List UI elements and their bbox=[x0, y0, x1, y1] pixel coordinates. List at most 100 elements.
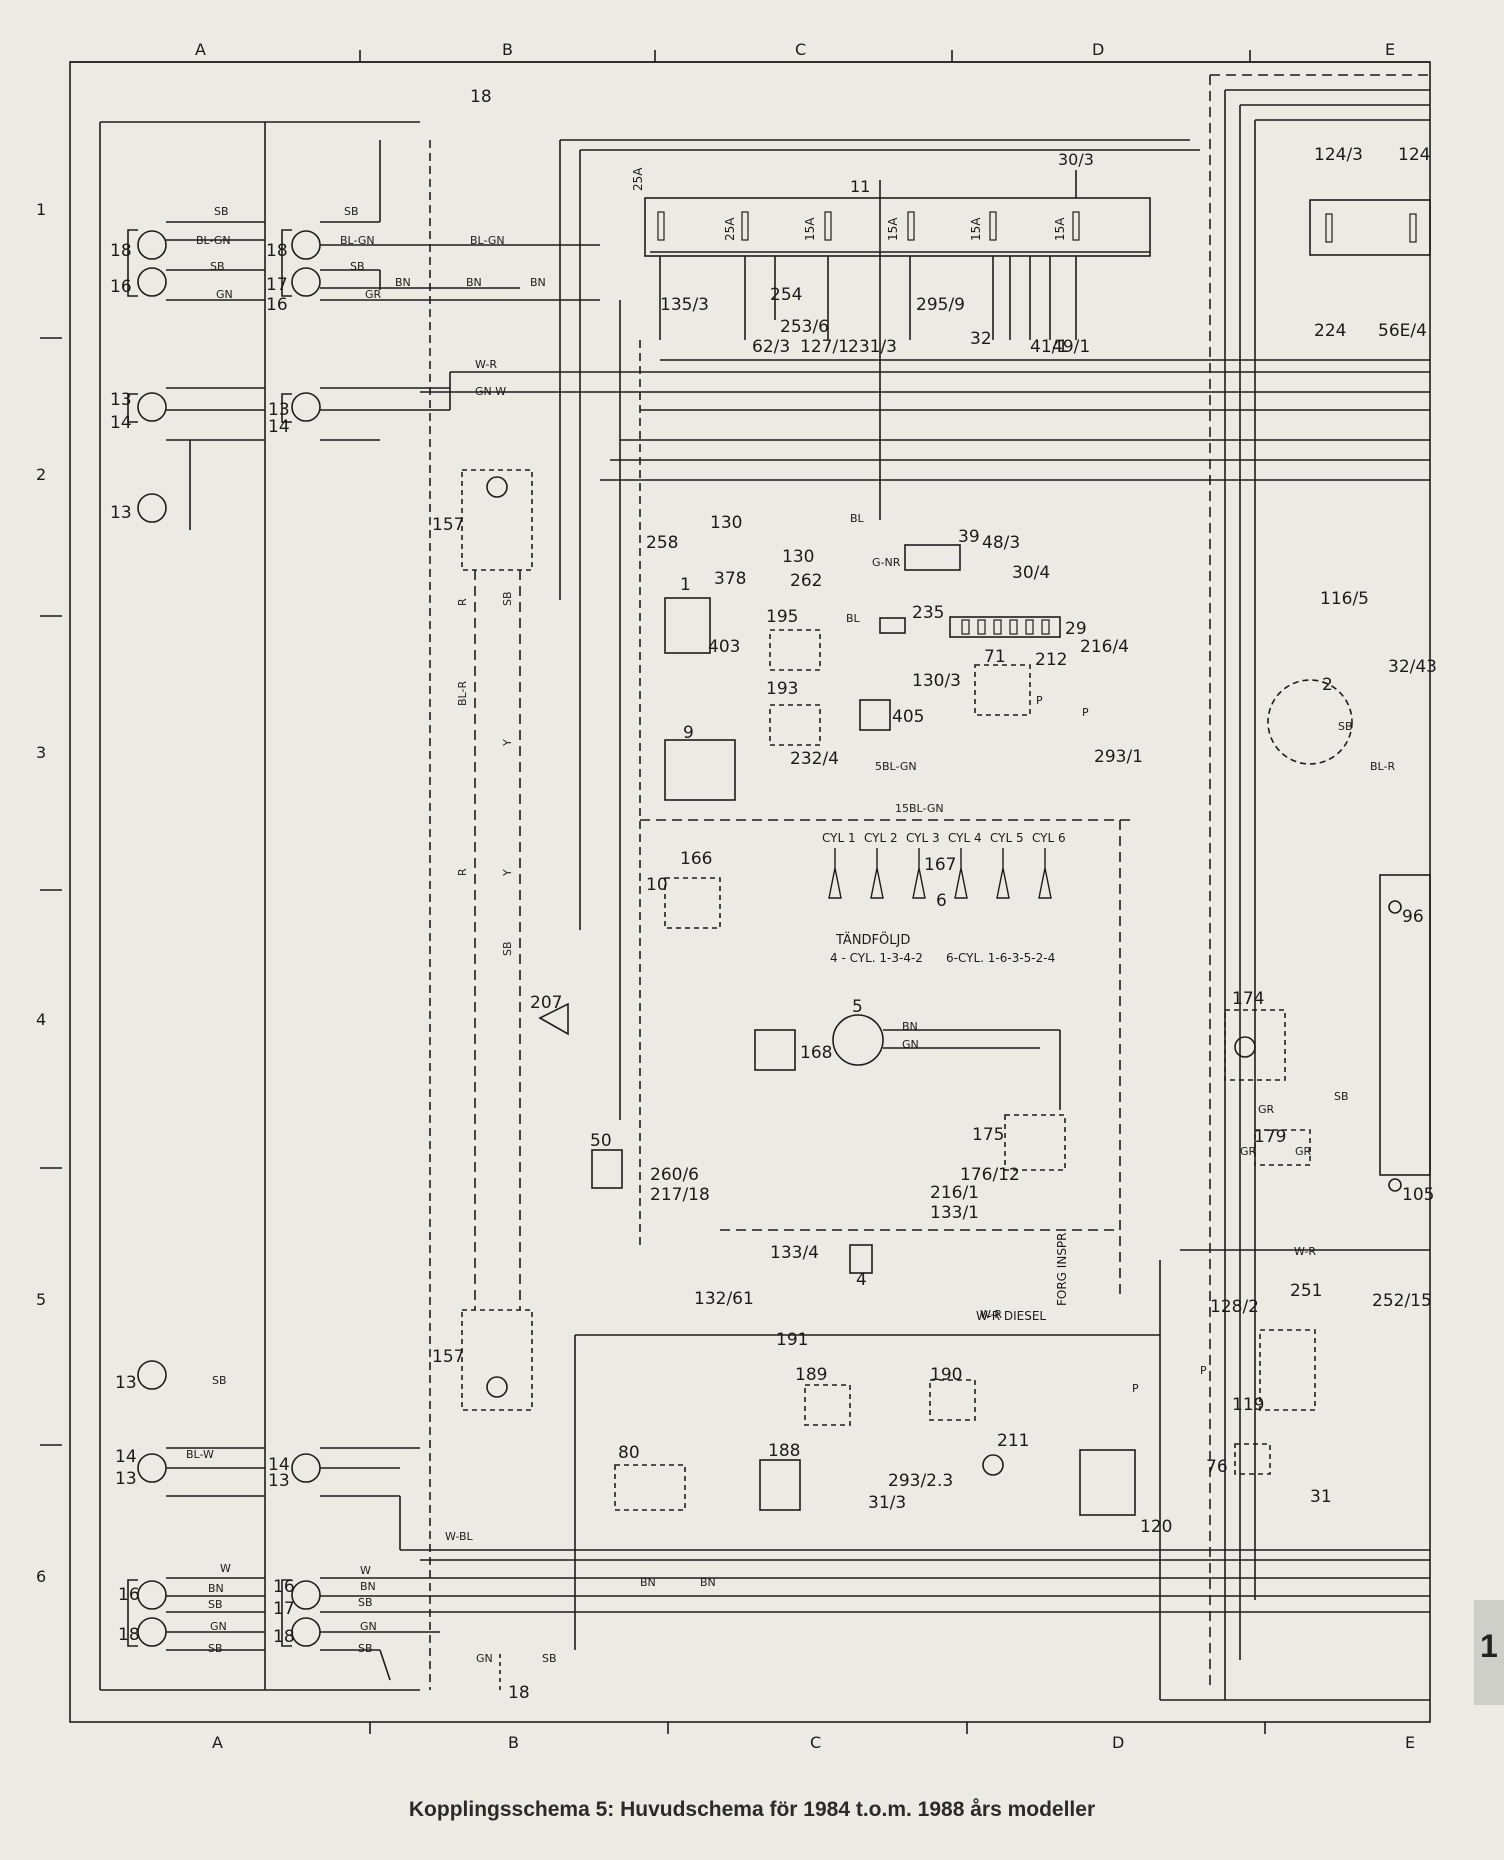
fuse-box-id: 11 bbox=[850, 177, 870, 196]
component-label: 293/2.3 bbox=[888, 1471, 953, 1491]
col-label-b-top: B bbox=[502, 40, 513, 59]
component-label: 32 bbox=[970, 329, 992, 349]
col-label-c-top: C bbox=[795, 40, 806, 59]
component-label: 6 bbox=[936, 891, 947, 911]
wire-label: SB bbox=[350, 260, 365, 273]
component-label: 17 bbox=[266, 275, 288, 295]
wire-label: BL-R bbox=[456, 681, 469, 706]
row-label-2: 2 bbox=[36, 465, 46, 484]
component-label: 179 bbox=[1254, 1127, 1286, 1147]
component-label: 124/3 bbox=[1314, 145, 1363, 165]
wire-label: GN bbox=[360, 1620, 377, 1633]
fuse-rating-6: 15A bbox=[1053, 217, 1067, 241]
component-label: 167 bbox=[924, 855, 956, 875]
component-label: 378 bbox=[714, 569, 746, 589]
col-label-e-top: E bbox=[1385, 40, 1395, 59]
component-label: 133/1 bbox=[930, 1203, 979, 1223]
component-label: 188 bbox=[768, 1441, 800, 1461]
wire-label: GN bbox=[210, 1620, 227, 1633]
wire-label: BL-GN bbox=[196, 234, 231, 247]
component-label: 252/15 bbox=[1372, 1291, 1432, 1311]
component-label: 251 bbox=[1290, 1281, 1322, 1301]
cyl-4-label: CYL 4 bbox=[948, 831, 982, 845]
component-label: 4 bbox=[856, 1270, 867, 1290]
row-label-6: 6 bbox=[36, 1567, 46, 1586]
wire-label: P bbox=[1132, 1382, 1139, 1395]
wire-label: G-NR bbox=[872, 556, 901, 569]
wire-label: W-R bbox=[980, 1308, 1002, 1321]
wire-label: Y bbox=[501, 869, 514, 877]
component-label: 13 bbox=[110, 390, 132, 410]
component-label: 31/3 bbox=[868, 1493, 906, 1513]
col-label-c-bottom: C bbox=[810, 1733, 821, 1752]
page-tab: 1 bbox=[1474, 1600, 1504, 1705]
component-label: 48/3 bbox=[982, 533, 1020, 553]
component-label: 9 bbox=[683, 723, 694, 743]
component-label: 116/5 bbox=[1320, 589, 1369, 609]
component-label: 49/1 bbox=[1052, 337, 1090, 357]
diagram-caption: Kopplingsschema 5: Huvudschema för 1984 … bbox=[408, 1798, 1096, 1821]
component-label: 157 bbox=[432, 1347, 464, 1367]
wire-label: GR bbox=[1240, 1145, 1257, 1158]
fuse-rating-2: 25A bbox=[723, 217, 737, 241]
wire-label: SB bbox=[344, 205, 359, 218]
wire-label: SB bbox=[501, 941, 514, 956]
component-label: 16 bbox=[273, 1577, 295, 1597]
component-label: 32/43 bbox=[1388, 657, 1437, 677]
component-label: 1 bbox=[680, 575, 691, 595]
component-label: 50 bbox=[590, 1131, 612, 1151]
component-label: 14 bbox=[115, 1447, 137, 1467]
component-label: 132/61 bbox=[694, 1289, 754, 1309]
component-label: 14 bbox=[268, 417, 290, 437]
component-label: 18 bbox=[110, 241, 132, 261]
wire-label: R bbox=[456, 598, 469, 606]
wire-label: 15BL-GN bbox=[895, 802, 944, 815]
component-label: 13 bbox=[268, 1471, 290, 1491]
component-label: 224 bbox=[1314, 321, 1346, 341]
component-label: 293/1 bbox=[1094, 747, 1143, 767]
component-label: 216/1 bbox=[930, 1183, 979, 1203]
component-label: 18 bbox=[508, 1683, 530, 1703]
fuse-box-ref: 30/3 bbox=[1058, 150, 1094, 169]
fuse-rating-1: 25A bbox=[631, 167, 645, 191]
component-label: 135/3 bbox=[660, 295, 709, 315]
wire-label: P bbox=[1200, 1364, 1207, 1377]
component-label: 176/12 bbox=[960, 1165, 1020, 1185]
wire-label: W-BL bbox=[445, 1530, 474, 1543]
component-label: 130 bbox=[782, 547, 814, 567]
col-label-e-bottom: E bbox=[1405, 1733, 1415, 1752]
component-label: 18 bbox=[470, 87, 492, 107]
component-label: 41/1 bbox=[1030, 337, 1068, 357]
col-label-a-top: A bbox=[195, 40, 206, 59]
component-label: FORG INSPR bbox=[1055, 1232, 1069, 1306]
wire-label: BN bbox=[395, 276, 411, 289]
component-label: 175 bbox=[972, 1125, 1004, 1145]
firing-order-title: TÄNDFÖLJD bbox=[835, 931, 910, 948]
wire-label: BL bbox=[850, 512, 865, 525]
component-label: 16 bbox=[266, 295, 288, 315]
component-label: 18 bbox=[266, 241, 288, 261]
fuse-rating-3: 15A bbox=[803, 217, 817, 241]
component-label: 16 bbox=[110, 277, 132, 297]
cyl-1-label: CYL 1 bbox=[822, 831, 856, 845]
component-label: 124 bbox=[1398, 145, 1430, 165]
component-label: 96 bbox=[1402, 907, 1424, 927]
wire-label: SB bbox=[501, 591, 514, 606]
component-label: 216/4 bbox=[1080, 637, 1129, 657]
wire-label: SB bbox=[1334, 1090, 1349, 1103]
wire-label: SB bbox=[210, 260, 225, 273]
component-label: 71 bbox=[984, 647, 1006, 667]
cyl-5-label: CYL 5 bbox=[990, 831, 1024, 845]
wire-label: W bbox=[220, 1562, 231, 1575]
component-label: 80 bbox=[618, 1443, 640, 1463]
wire-label: GN bbox=[476, 1652, 493, 1665]
component-label: 254 bbox=[770, 285, 802, 305]
component-label: W-R DIESEL bbox=[976, 1309, 1046, 1323]
component-label: 193 bbox=[766, 679, 798, 699]
component-label: 76 bbox=[1206, 1457, 1228, 1477]
wire-label: W-R bbox=[475, 358, 497, 371]
wire-label: R bbox=[456, 868, 469, 876]
wire-label: GR bbox=[1295, 1145, 1312, 1158]
component-label: 130 bbox=[710, 513, 742, 533]
